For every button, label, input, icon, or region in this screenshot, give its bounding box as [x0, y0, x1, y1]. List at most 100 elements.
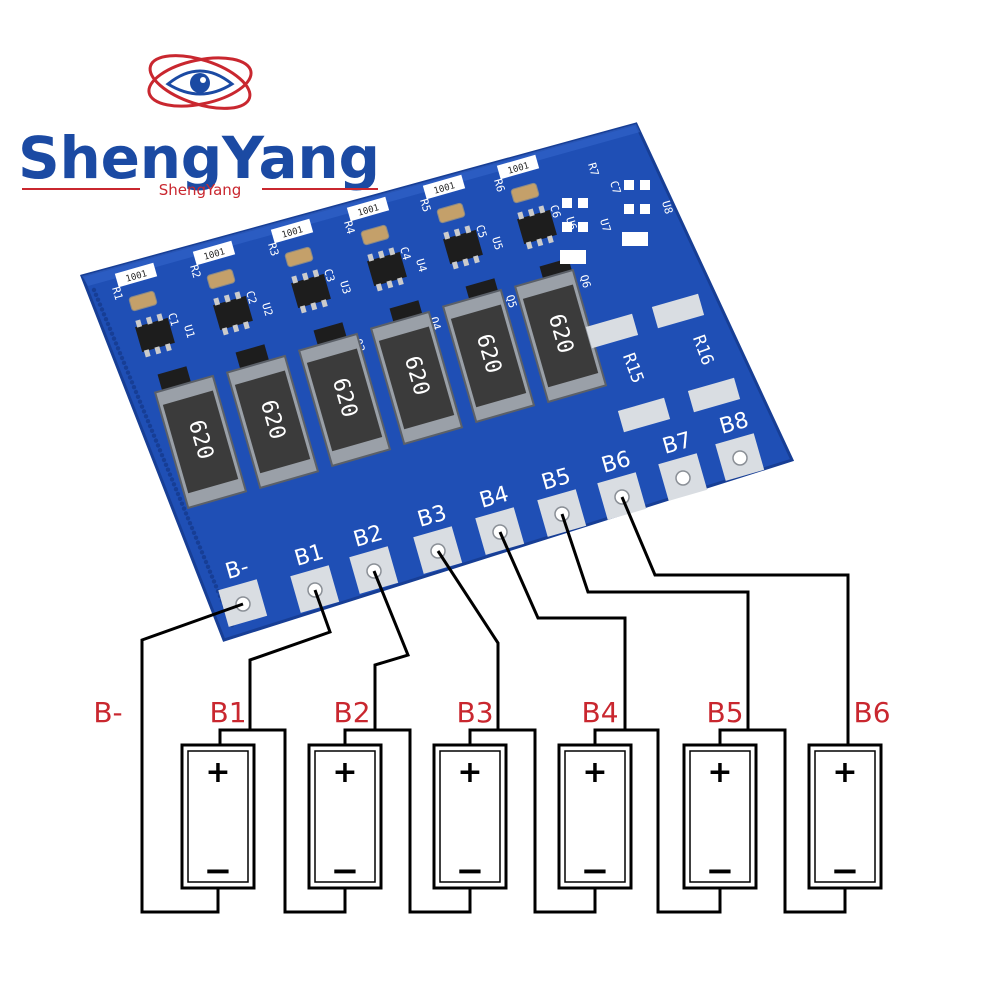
smd-resistor — [192, 240, 236, 266]
ic-label: U3 — [337, 279, 353, 295]
pad-b-minus: B- — [218, 555, 268, 627]
via — [111, 336, 117, 341]
minus-terminal: − — [204, 851, 233, 891]
via — [165, 467, 171, 472]
via — [99, 307, 105, 312]
pad-small — [624, 180, 634, 190]
capacitor — [360, 224, 390, 246]
via — [153, 438, 159, 443]
plus-terminal: + — [832, 755, 857, 790]
wire-b6 — [620, 496, 850, 745]
pcb-board: 1001C1U1Q1R11001C2U2Q2R21001C3U3Q3R31001… — [79, 122, 795, 642]
ic-chip — [135, 317, 175, 353]
via — [189, 525, 195, 531]
via — [125, 370, 131, 375]
via — [205, 564, 211, 570]
cell-label: B4 — [581, 696, 618, 729]
pad-b8: B8 — [715, 408, 765, 481]
pad-b5: B5 — [537, 464, 587, 537]
cell-label: B- — [93, 696, 122, 729]
via — [95, 297, 101, 302]
capacitor — [206, 268, 236, 290]
via — [103, 316, 109, 322]
minus-terminal: − — [831, 851, 860, 891]
battery-cell-4: +− — [557, 743, 633, 891]
components: 1001C1U1Q1R11001C2U2Q2R21001C3U3Q3R31001… — [109, 143, 685, 397]
via — [199, 550, 205, 555]
ic-chip — [443, 229, 483, 265]
ic-chip — [367, 251, 407, 287]
pad-b6: B6 — [597, 447, 647, 520]
wire-b4 — [498, 531, 627, 745]
ic-label: U7 — [597, 217, 613, 233]
power-resistor: 620 — [225, 354, 320, 490]
ic-chip — [517, 209, 557, 245]
wire-b5 — [560, 513, 750, 745]
smd-resistor — [346, 196, 390, 222]
capacitor — [284, 246, 314, 268]
minus-terminal: − — [331, 851, 360, 891]
via — [185, 516, 191, 521]
via — [213, 584, 219, 589]
cap-label: C7 — [607, 179, 623, 195]
ic-label: U4 — [413, 257, 429, 274]
capacitor — [128, 290, 158, 312]
power-resistor: 620 — [513, 268, 608, 404]
via — [129, 380, 135, 385]
plus-terminal: + — [205, 755, 230, 790]
via — [191, 530, 197, 536]
wire-b1-return — [250, 728, 347, 914]
via — [105, 321, 111, 327]
battery-cells: +−+−+−+−+−+− — [180, 743, 883, 891]
resistor-label: R1 — [109, 285, 125, 301]
wire-b1 — [218, 589, 332, 745]
resistor-label: R7 — [585, 161, 601, 177]
via — [139, 404, 145, 409]
wire-b5-return — [748, 728, 847, 914]
resistor-label: R2 — [187, 263, 203, 279]
pad-small — [640, 180, 650, 190]
via — [207, 569, 213, 574]
channel-1: 1001C1U1Q1R1 — [109, 262, 211, 398]
ic-label: U8 — [659, 199, 675, 215]
via — [147, 423, 153, 429]
resistor-label: R6 — [491, 177, 507, 193]
pad-small — [622, 232, 648, 246]
via — [115, 346, 121, 351]
plus-terminal: + — [457, 755, 482, 790]
wire-b-minus — [140, 602, 244, 914]
logo: ShengYang ShengYang — [18, 54, 380, 199]
pad-b3: B3 — [413, 501, 463, 574]
via — [173, 486, 179, 492]
via — [151, 433, 157, 438]
pad-b1: B1 — [290, 540, 340, 613]
resistor-label: R3 — [265, 241, 281, 257]
via — [135, 394, 141, 400]
via — [113, 341, 119, 346]
smd-resistor — [422, 174, 466, 200]
power-resistor: 620 — [369, 310, 464, 446]
eye-orbit-icon — [147, 54, 253, 110]
via — [181, 506, 187, 511]
via — [157, 448, 163, 453]
via — [109, 331, 115, 336]
via — [175, 491, 181, 497]
battery-cell-3: +− — [432, 743, 508, 891]
plus-terminal: + — [707, 755, 732, 790]
ic-label: U2 — [259, 301, 275, 317]
via — [133, 389, 139, 395]
pad-small — [560, 250, 586, 264]
via — [97, 302, 103, 307]
via — [161, 457, 167, 463]
ic-label: U1 — [181, 323, 197, 339]
mosfet-label: Q6 — [577, 273, 593, 289]
via — [203, 559, 209, 565]
power-resistor: 620 — [297, 332, 392, 468]
logo-subtitle: ShengYang — [159, 181, 242, 199]
ic-label: U5 — [489, 235, 505, 251]
via — [211, 579, 217, 584]
logo-title: ShengYang — [18, 124, 380, 192]
